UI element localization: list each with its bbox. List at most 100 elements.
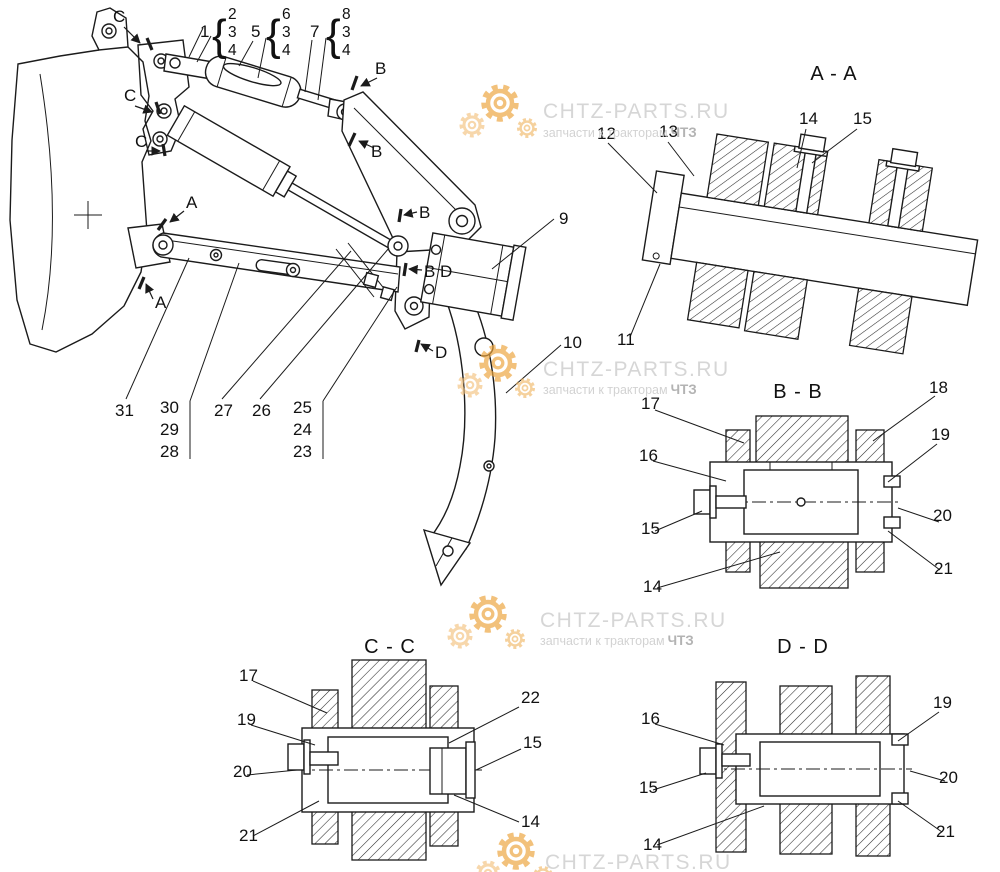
stack-234-item: 3 [228, 24, 237, 41]
bb-label-17: 17 [641, 394, 660, 413]
stack-302928-item: 28 [160, 442, 179, 461]
marker-b-1: B [375, 59, 386, 78]
stack-634-item: 6 [282, 6, 291, 23]
watermark-brand: CHTZ-PARTS.RU [543, 100, 730, 123]
gears-icon [462, 88, 535, 136]
turnbuckle-body [204, 55, 342, 111]
stack-234-item: 4 [228, 42, 237, 59]
gears-icon [450, 599, 523, 647]
section-title-aa: A - A [810, 63, 857, 85]
dd-label-20: 20 [939, 768, 958, 787]
section-aa-drawing [641, 133, 979, 355]
aa-label-14: 14 [799, 109, 818, 128]
bb-label-18: 18 [929, 378, 948, 397]
stack-234-item: 2 [228, 6, 237, 23]
section-cc-labels: 17 19 20 21 22 15 14 [233, 666, 542, 845]
section-cc-drawing [287, 659, 482, 861]
watermark-brand: CHTZ-PARTS.RU [540, 609, 727, 632]
section-bb-drawing [693, 415, 901, 589]
bb-label-20: 20 [933, 506, 952, 525]
marker-b-2: B [371, 142, 382, 161]
marker-d-2: D [435, 343, 447, 362]
section-dd-labels: 16 15 14 19 20 21 [639, 693, 958, 854]
bb-label-21: 21 [934, 559, 953, 578]
cc-label-17: 17 [239, 666, 258, 685]
dd-label-19: 19 [933, 693, 952, 712]
shank-bracket [419, 232, 527, 321]
section-bb-labels: 17 16 15 14 18 19 20 21 [639, 378, 953, 596]
section-title-dd: D - D [777, 636, 829, 658]
stack-834-item: 4 [342, 42, 351, 59]
aa-beam [670, 192, 979, 307]
cc-label-14: 14 [521, 812, 540, 831]
watermark-4: CHTZ-PARTS.RU [478, 836, 732, 872]
marker-d-1: D [440, 262, 452, 281]
hydraulic-cylinder [166, 104, 399, 252]
callout-9: 9 [559, 209, 568, 228]
aa-label-15: 15 [853, 109, 872, 128]
cc-bolt-22 [429, 747, 467, 795]
stack-834-item: 3 [342, 24, 351, 41]
stack-634-item: 4 [282, 42, 291, 59]
center-cross-mark [74, 201, 102, 229]
aa-label-13: 13 [659, 122, 678, 141]
marker-b-3: B [419, 203, 430, 222]
main-labels: C C C 1 { 2 3 4 5 { 6 3 4 7 { 8 3 4 B B … [113, 6, 582, 461]
callout-10: 10 [563, 333, 582, 352]
gears-icon [478, 836, 551, 872]
dd-label-14: 14 [643, 835, 662, 854]
section-title-cc: C - C [364, 636, 416, 658]
marker-c-3: C [135, 132, 147, 151]
stack-252423-item: 24 [293, 420, 312, 439]
marker-c-1: C [113, 7, 125, 26]
ripper-shank [428, 297, 497, 550]
callout-26: 26 [252, 401, 271, 420]
cc-label-20: 20 [233, 762, 252, 781]
main-assembly-drawing [9, 7, 527, 587]
aa-label-11: 11 [617, 330, 635, 349]
bb-label-16: 16 [639, 446, 658, 465]
stack-302928-item: 29 [160, 420, 179, 439]
stack-252423-item: 23 [293, 442, 312, 461]
marker-b-4: B [424, 262, 435, 281]
watermark-brand: CHTZ-PARTS.RU [543, 358, 730, 381]
ripper-tip [422, 528, 472, 587]
brace-234: { [212, 11, 227, 60]
bb-label-14: 14 [643, 577, 662, 596]
stack-834-item: 8 [342, 6, 351, 23]
aa-label-12: 12 [597, 124, 616, 143]
marker-a-2: A [155, 293, 167, 312]
section-aa-labels: 12 13 14 15 11 [597, 109, 872, 349]
dd-label-21: 21 [936, 822, 955, 841]
watermark-brand: CHTZ-PARTS.RU [545, 851, 732, 872]
bb-label-19: 19 [931, 425, 950, 444]
cc-label-22: 22 [521, 688, 540, 707]
callout-31: 31 [115, 401, 134, 420]
main-leaders [123, 26, 562, 459]
cc-label-19: 19 [237, 710, 256, 729]
section-dd-drawing [699, 675, 912, 857]
tractor-body [9, 46, 152, 353]
aa-bolt-head [798, 133, 827, 153]
section-title-bb: B - B [773, 381, 822, 403]
callout-7: 7 [310, 22, 319, 41]
cc-label-15: 15 [523, 733, 542, 752]
aa-bolt-head [889, 147, 919, 168]
brace-834: { [326, 11, 341, 60]
marker-c-2: C [124, 86, 136, 105]
callout-5: 5 [251, 22, 260, 41]
callout-1: 1 [200, 22, 209, 41]
cc-label-21: 21 [239, 826, 258, 845]
bb-label-15: 15 [641, 519, 660, 538]
callout-27: 27 [214, 401, 233, 420]
dd-label-16: 16 [641, 709, 660, 728]
stack-302928-item: 30 [160, 398, 179, 417]
stack-634-item: 3 [282, 24, 291, 41]
